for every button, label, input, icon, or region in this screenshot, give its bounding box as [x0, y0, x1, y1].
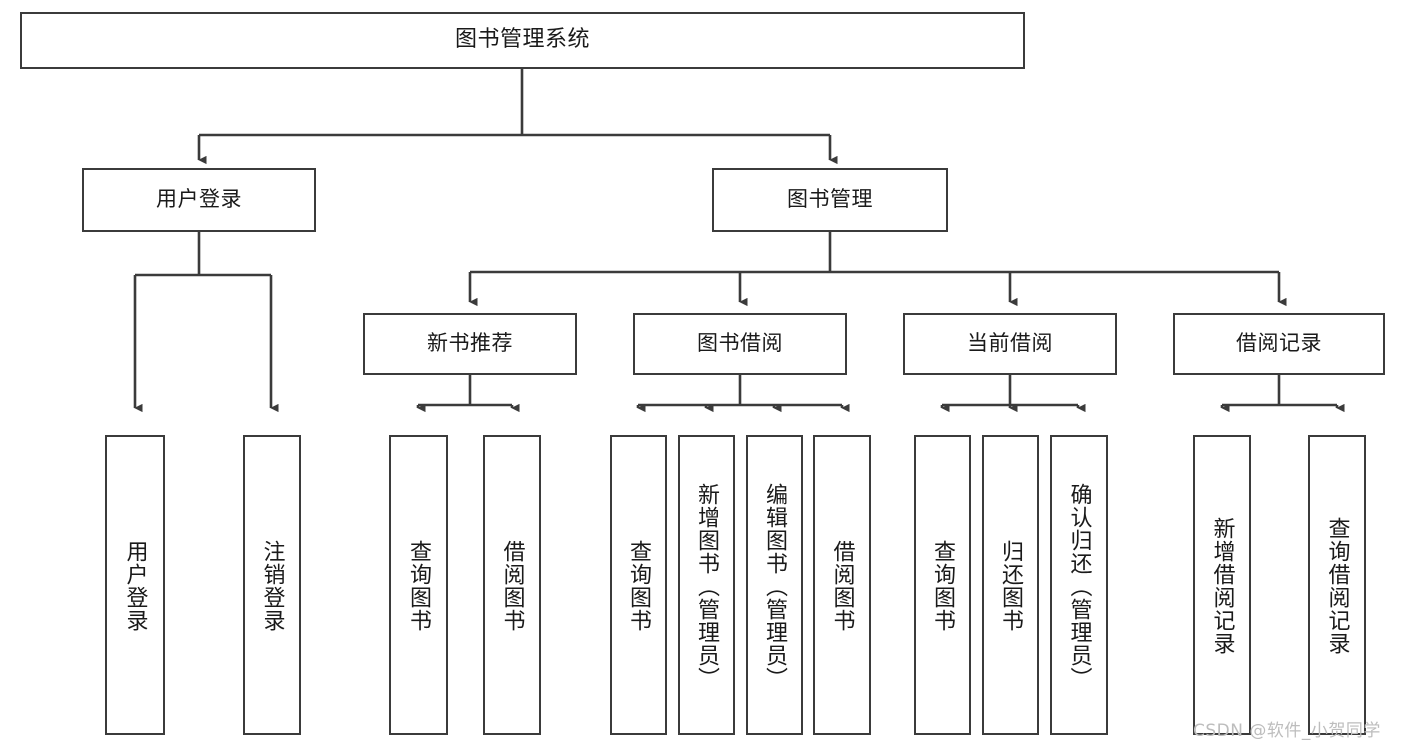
- leaf-edit-book-admin[interactable]: 编辑图书（管理员）: [746, 435, 803, 735]
- node-label: 借阅图书: [829, 540, 855, 632]
- node-label: 归还图书: [998, 540, 1024, 632]
- node-label: 查询图书: [930, 540, 956, 632]
- node-book-borrowing[interactable]: 图书借阅: [633, 313, 847, 375]
- node-user-login[interactable]: 用户登录: [82, 168, 316, 232]
- leaf-query-borrow-record[interactable]: 查询借阅记录: [1308, 435, 1366, 735]
- leaf-query-book-borrow[interactable]: 查询图书: [610, 435, 667, 735]
- node-borrowing-records[interactable]: 借阅记录: [1173, 313, 1385, 375]
- node-label: 借阅记录: [1236, 331, 1322, 356]
- node-label: 用户登录: [156, 187, 242, 212]
- node-label: 注销登录: [259, 540, 285, 632]
- leaf-logout[interactable]: 注销登录: [243, 435, 301, 735]
- leaf-borrow-book-new-book[interactable]: 借阅图书: [483, 435, 541, 735]
- node-root-book-management-system[interactable]: 图书管理系统: [20, 12, 1025, 69]
- leaf-query-book-new-book[interactable]: 查询图书: [389, 435, 448, 735]
- leaf-add-borrow-record[interactable]: 新增借阅记录: [1193, 435, 1251, 735]
- node-label: 新书推荐: [427, 331, 513, 356]
- node-book-management[interactable]: 图书管理: [712, 168, 948, 232]
- node-label: 图书管理系统: [454, 27, 590, 53]
- node-label: 借阅图书: [499, 540, 525, 632]
- leaf-confirm-return-admin[interactable]: 确认归还（管理员）: [1050, 435, 1108, 735]
- node-current-borrowing[interactable]: 当前借阅: [903, 313, 1117, 375]
- leaf-return-book[interactable]: 归还图书: [982, 435, 1039, 735]
- node-label: 图书借阅: [697, 331, 783, 356]
- node-label: 新增借阅记录: [1209, 517, 1235, 655]
- leaf-user-login[interactable]: 用户登录: [105, 435, 165, 735]
- node-label: 图书管理: [787, 187, 873, 212]
- node-label: 查询图书: [626, 540, 652, 632]
- node-label: 查询借阅记录: [1324, 517, 1350, 655]
- node-label: 新增图书（管理员）: [694, 482, 720, 690]
- node-new-book-recommendation[interactable]: 新书推荐: [363, 313, 577, 375]
- leaf-borrow-book-borrow[interactable]: 借阅图书: [813, 435, 871, 735]
- node-label: 编辑图书（管理员）: [762, 482, 788, 690]
- node-label: 用户登录: [122, 540, 148, 632]
- leaf-query-book-current[interactable]: 查询图书: [914, 435, 971, 735]
- node-label: 确认归还（管理员）: [1066, 482, 1092, 690]
- node-label: 当前借阅: [967, 331, 1053, 356]
- leaf-add-book-admin[interactable]: 新增图书（管理员）: [678, 435, 735, 735]
- node-label: 查询图书: [406, 540, 432, 632]
- csdn-watermark: CSDN @软件_小贺同学: [1193, 721, 1381, 741]
